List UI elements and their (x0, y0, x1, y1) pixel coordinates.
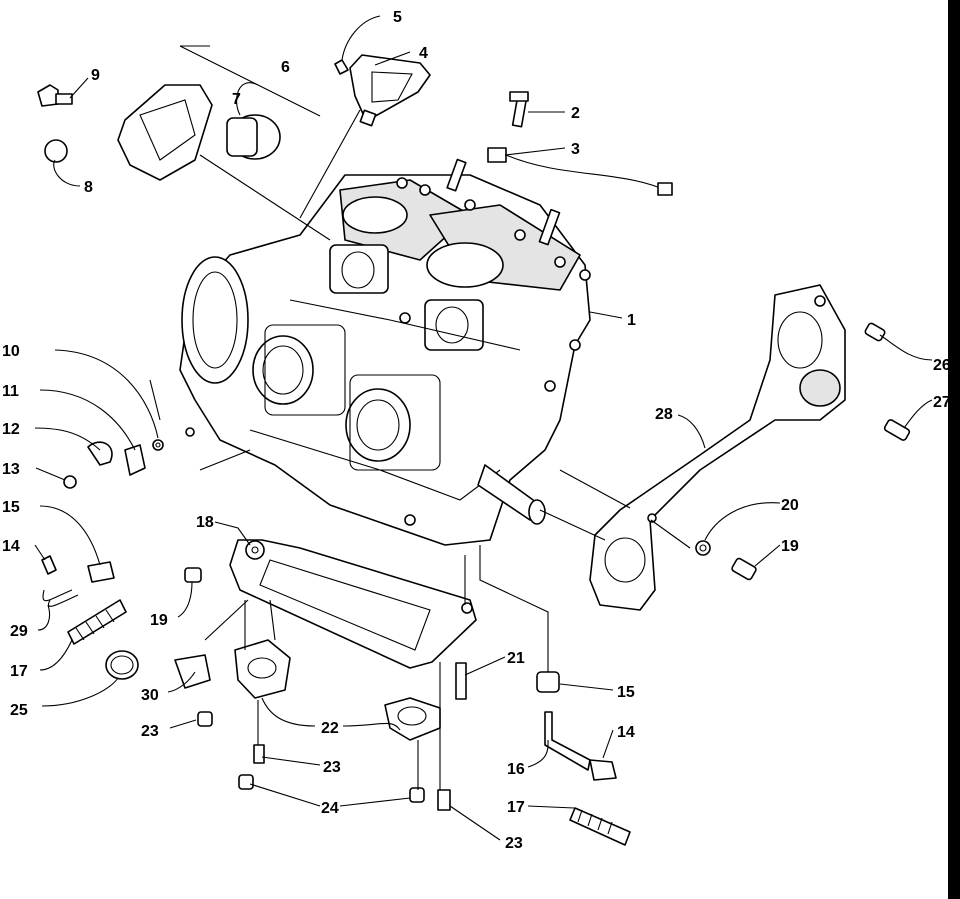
callout-11: 11 (2, 383, 19, 400)
recoil-cover-group (37, 45, 321, 181)
callout-13: 13 (2, 461, 20, 478)
callout-9: 9 (91, 67, 100, 84)
callout-10: 10 (2, 343, 20, 360)
right-lower-fittings (536, 671, 631, 846)
block-bolt-heads (396, 177, 591, 526)
callout-15-right: 15 (617, 684, 635, 701)
callout-25: 25 (10, 702, 28, 719)
callout-8: 8 (84, 179, 93, 196)
starter-handle (334, 54, 431, 127)
callout-24: 24 (321, 800, 339, 817)
callout-22: 22 (321, 720, 339, 737)
callout-23-bottom: 23 (505, 835, 523, 852)
callout-7: 7 (232, 91, 241, 108)
callout-4: 4 (419, 45, 428, 62)
callout-2: 2 (571, 105, 580, 122)
callout-5: 5 (393, 9, 402, 26)
callout-30: 30 (141, 687, 159, 704)
engine-mount-plate (229, 539, 477, 691)
rubber-mounts (174, 639, 441, 741)
callout-labels: 1 2 3 4 5 6 7 8 9 10 11 12 13 14 15 17 2… (2, 9, 951, 852)
callout-29: 29 (10, 623, 28, 640)
left-side-fittings (41, 427, 195, 680)
callout-21: 21 (507, 650, 525, 667)
callout-20: 20 (781, 497, 799, 514)
callout-23-middle: 23 (323, 759, 341, 776)
callout-19-left: 19 (150, 612, 168, 629)
callout-28: 28 (655, 406, 673, 423)
callout-1: 1 (627, 312, 636, 329)
engine-block (179, 158, 591, 546)
callout-16: 16 (507, 761, 525, 778)
callout-17-left: 17 (10, 663, 28, 680)
callout-12: 12 (2, 421, 20, 438)
callout-leader-lines (34, 15, 933, 841)
callout-17-right: 17 (507, 799, 525, 816)
callout-26: 26 (933, 357, 951, 374)
engine-bracket-plate (589, 284, 846, 611)
bolt-and-sensor (487, 91, 673, 196)
right-edge-bar (948, 0, 960, 899)
callout-14-left: 14 (2, 538, 20, 555)
callout-15-left: 15 (2, 499, 20, 516)
callout-18: 18 (196, 514, 214, 531)
bracket-fasteners (695, 322, 911, 581)
callout-23-left: 23 (141, 723, 159, 740)
callout-6: 6 (281, 59, 290, 76)
callout-27: 27 (933, 394, 951, 411)
lower-fasteners (184, 567, 467, 811)
callout-19-right: 19 (781, 538, 799, 555)
callout-3: 3 (571, 141, 580, 158)
callout-14-right: 14 (617, 724, 635, 741)
